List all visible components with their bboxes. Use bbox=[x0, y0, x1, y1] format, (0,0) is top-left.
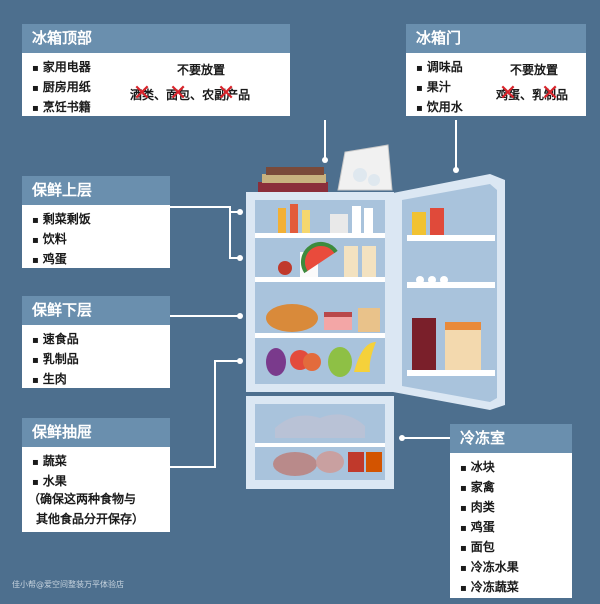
watermark: 佳小帮@爱空间整装万平体验店 bbox=[12, 580, 124, 589]
panel-freezer: 冷冻室 冰块 家禽 肉类 鸡蛋 面包 冷冻水果 冷冻蔬菜 bbox=[450, 424, 572, 598]
cross-icon: ✕ bbox=[498, 80, 518, 106]
avoid-item: 乳制品✕ bbox=[532, 80, 569, 106]
freezer-items bbox=[273, 414, 382, 476]
panel-fridge-top-title: 冰箱顶部 bbox=[22, 24, 290, 53]
panel-fridge-top-avoid-list: 酒类✕、面包✕、农副产品✕ bbox=[130, 80, 251, 106]
upper-shelf-items bbox=[278, 204, 376, 277]
avoid-item: 面包✕ bbox=[166, 80, 191, 106]
list-item: 鸡蛋 bbox=[460, 518, 572, 538]
panel-lower-layer: 保鲜下层 速食品 乳制品 生肉 bbox=[22, 296, 170, 388]
connector-lines bbox=[170, 120, 457, 468]
panel-crisper-drawer-title: 保鲜抽屉 bbox=[22, 418, 170, 447]
list-item: 鸡蛋 bbox=[32, 250, 170, 270]
connector-dots bbox=[237, 157, 459, 441]
panel-upper-layer-title: 保鲜上层 bbox=[22, 176, 170, 205]
panel-fridge-door-title: 冰箱门 bbox=[406, 24, 586, 53]
freezer-divider bbox=[255, 443, 385, 447]
panel-freezer-title: 冷冻室 bbox=[450, 424, 572, 453]
list-item: 蔬菜 bbox=[32, 452, 170, 472]
panel-upper-layer: 保鲜上层 剩菜剩饭 饮料 鸡蛋 bbox=[22, 176, 170, 268]
list-item: 厨房用纸 bbox=[32, 78, 290, 98]
cross-icon: ✕ bbox=[540, 80, 560, 106]
panel-lower-layer-title: 保鲜下层 bbox=[22, 296, 170, 325]
list-item: 饮料 bbox=[32, 230, 170, 250]
list-item: 剩菜剩饭 bbox=[32, 210, 170, 230]
panel-lower-layer-list: 速食品 乳制品 生肉 bbox=[22, 325, 170, 390]
cross-icon: ✕ bbox=[168, 80, 188, 106]
list-item: 速食品 bbox=[32, 330, 170, 350]
list-item: 冷冻蔬菜 bbox=[460, 578, 572, 598]
list-item: 生肉 bbox=[32, 370, 170, 390]
list-item: 家用电器 bbox=[32, 58, 290, 78]
panel-upper-layer-list: 剩菜剩饭 饮料 鸡蛋 bbox=[22, 205, 170, 270]
list-item: 肉类 bbox=[460, 498, 572, 518]
panel-freezer-list: 冰块 家禽 肉类 鸡蛋 面包 冷冻水果 冷冻蔬菜 bbox=[450, 453, 572, 598]
panel-crisper-drawer: 保鲜抽屉 蔬菜 水果 （确保这两种食物与 其他食品分开保存） bbox=[22, 418, 170, 532]
panel-fridge-door-avoid-title: 不要放置 bbox=[510, 63, 559, 77]
avoid-item: 鸡蛋✕ bbox=[496, 80, 521, 106]
cross-icon: ✕ bbox=[132, 80, 152, 106]
list-item: 调味品 bbox=[416, 58, 586, 78]
shelves bbox=[255, 233, 385, 338]
list-item: 冰块 bbox=[460, 458, 572, 478]
fridge-door bbox=[393, 174, 505, 410]
list-item: 家禽 bbox=[460, 478, 572, 498]
middle-shelf-items bbox=[266, 304, 380, 332]
avoid-item: 酒类✕ bbox=[130, 80, 155, 106]
panel-fridge-door-avoid-list: 鸡蛋✕、乳制品✕ bbox=[496, 80, 569, 106]
panel-crisper-drawer-note-1: （确保这两种食物与 bbox=[28, 492, 137, 506]
list-item: 烹饪书籍 bbox=[32, 98, 290, 118]
panel-fridge-door: 冰箱门 调味品 果汁 饮用水 不要放置 鸡蛋✕、乳制品✕ bbox=[406, 24, 586, 116]
list-item: 果汁 bbox=[416, 78, 586, 98]
list-item: 冷冻水果 bbox=[460, 558, 572, 578]
fridge-top-objects bbox=[258, 144, 393, 192]
list-item: 面包 bbox=[460, 538, 572, 558]
list-item: 饮用水 bbox=[416, 98, 586, 118]
avoid-item: 农副产品✕ bbox=[202, 80, 251, 106]
cross-icon: ✕ bbox=[216, 80, 236, 106]
panel-fridge-top-avoid-title: 不要放置 bbox=[177, 63, 226, 77]
list-item: 乳制品 bbox=[32, 350, 170, 370]
panel-crisper-drawer-note-2: 其他食品分开保存） bbox=[36, 512, 145, 526]
panel-fridge-top-list: 家用电器 厨房用纸 烹饪书籍 bbox=[22, 53, 290, 118]
panel-fridge-door-list: 调味品 果汁 饮用水 bbox=[406, 53, 586, 118]
panel-fridge-top: 冰箱顶部 家用电器 厨房用纸 烹饪书籍 不要放置 酒类✕、面包✕、农副产品✕ bbox=[22, 24, 290, 116]
panel-crisper-drawer-list: 蔬菜 水果 bbox=[22, 447, 170, 492]
lower-shelf-items bbox=[266, 342, 376, 377]
list-item: 水果 bbox=[32, 472, 170, 492]
